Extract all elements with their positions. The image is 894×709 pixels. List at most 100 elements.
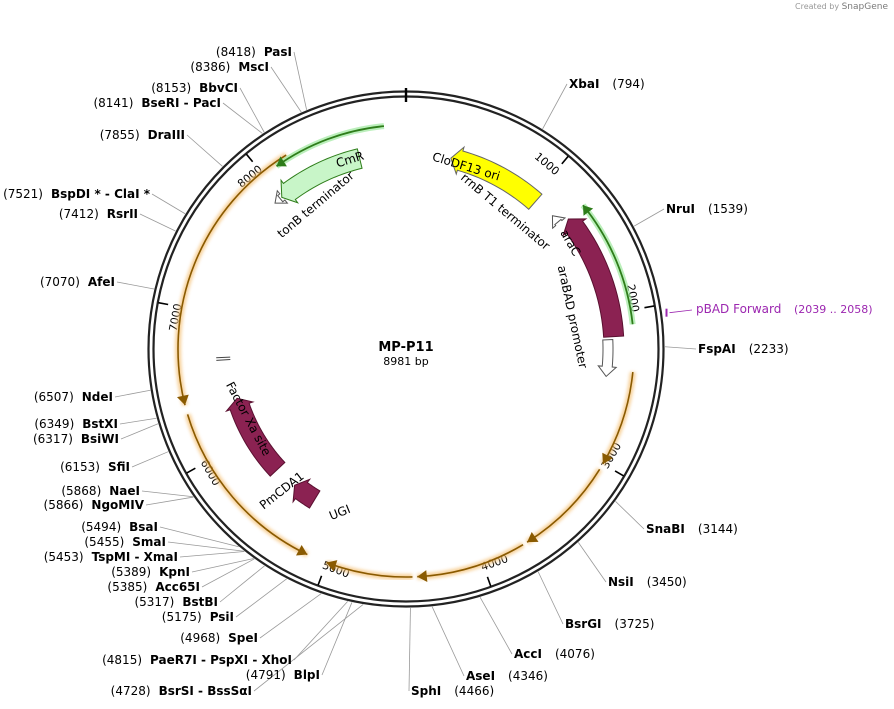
site-position: (6349) — [34, 417, 74, 431]
tick-mark — [317, 575, 323, 586]
site-position: (4728) — [111, 684, 151, 698]
site-name: MscI — [238, 60, 269, 74]
site-name: PasI — [264, 45, 292, 59]
site-leader-line — [167, 541, 245, 552]
tick-mark — [614, 470, 625, 477]
restriction-site[interactable]: BlpI(4791) — [246, 602, 353, 682]
orf-arrowhead — [527, 531, 539, 543]
tick-mark — [644, 305, 655, 309]
site-leader-line — [321, 602, 353, 676]
orf-arrowhead — [602, 452, 613, 464]
site-name: DraIII — [148, 128, 185, 142]
restriction-site[interactable]: PsiI (5175) — [162, 578, 287, 624]
site-name: XbaI — [569, 77, 599, 91]
restriction-site[interactable]: BsaI(5494) — [81, 520, 239, 548]
site-position: (3725) — [615, 617, 655, 631]
restriction-site[interactable]: NsiI(3450) — [577, 542, 687, 589]
restriction-site[interactable]: AccI(4076) — [479, 596, 595, 661]
tick-mark — [186, 467, 196, 474]
site-leader-line — [179, 551, 245, 558]
restriction-site[interactable]: BspDI * - ClaI *(7521) — [3, 187, 186, 215]
site-leader-line — [577, 542, 607, 583]
restriction-site[interactable]: NdeI(6507) — [34, 389, 151, 404]
restriction-site[interactable]: TspMI - XmaI(5453) — [44, 550, 245, 564]
site-leader-line — [141, 490, 194, 498]
label-arabad-promoter: araBAD promoter — [555, 264, 591, 370]
site-position: (5175) — [162, 610, 202, 624]
primer-leader-line — [669, 309, 693, 314]
site-position: (7855) — [100, 128, 140, 142]
restriction-site[interactable]: BsrGI(3725) — [537, 571, 655, 631]
restriction-site[interactable]: DraIII (7855) — [100, 128, 223, 167]
site-name: BstXI — [82, 417, 118, 431]
restriction-site[interactable]: BsiWI(6317) — [33, 423, 159, 446]
restriction-site[interactable]: BsrSI - BssSαI (4728) — [111, 604, 364, 698]
restriction-site[interactable]: BstXI (6349) — [34, 417, 157, 431]
orf-arrowhead — [176, 394, 189, 406]
restriction-site[interactable]: NgoMIV(5866) — [44, 496, 194, 512]
site-leader-line — [408, 607, 411, 692]
restriction-site[interactable]: XbaI(794) — [542, 77, 645, 130]
restriction-site[interactable]: SmaI(5455) — [84, 535, 245, 552]
plasmid-name: MP-P11 — [378, 340, 433, 355]
site-name: BbvCI — [199, 81, 238, 95]
site-name: SphI — [411, 684, 441, 698]
restriction-site[interactable]: MscI (8386) — [190, 60, 302, 113]
orf-arc — [526, 468, 601, 543]
site-name: AseI — [466, 669, 495, 683]
site-name: NaeI — [109, 484, 140, 498]
restriction-site[interactable]: SnaBI(3144) — [615, 501, 738, 536]
restriction-site[interactable]: SfiI(6153) — [60, 451, 169, 474]
site-leader-line — [219, 565, 265, 603]
restriction-site[interactable]: BstBI(5317) — [134, 565, 265, 609]
site-leader-line — [235, 578, 287, 618]
restriction-site[interactable]: SpeI(4968) — [180, 593, 322, 645]
orf-arc — [417, 543, 524, 578]
site-name: SpeI — [228, 631, 258, 645]
site-leader-line — [542, 83, 568, 130]
restriction-site[interactable]: SphI(4466) — [408, 607, 494, 698]
restriction-site[interactable]: Acc65I (5385) — [107, 558, 255, 594]
site-name: BsaI — [129, 520, 158, 534]
site-position: (5385) — [107, 580, 147, 594]
tick-mark — [158, 301, 169, 306]
label-ugi: UGI — [327, 502, 352, 523]
site-name: SmaI — [132, 535, 166, 549]
restriction-site[interactable]: PaeR7I - PspXI - XhoI(4815) — [102, 601, 348, 667]
restriction-site[interactable]: PasI(8418) — [216, 45, 307, 110]
restriction-site[interactable]: FspAI (2233) — [664, 342, 789, 356]
site-leader-line — [145, 496, 194, 506]
site-name: BstBI — [182, 595, 218, 609]
site-name: NruI — [666, 202, 695, 216]
restriction-site[interactable]: KpnI(5389) — [111, 558, 254, 579]
site-name: Acc65I — [155, 580, 200, 594]
restriction-site[interactable]: NaeI(5868) — [61, 484, 194, 498]
restriction-site[interactable]: BseRI - PacI(8141) — [93, 96, 263, 134]
site-leader-line — [186, 134, 223, 167]
restriction-site[interactable]: AseI(4346) — [431, 606, 548, 683]
restriction-site[interactable]: AfeI(7070) — [40, 275, 155, 290]
site-position: (8386) — [190, 60, 230, 74]
site-position: (2233) — [749, 342, 789, 356]
orf-arrowhead — [326, 560, 338, 572]
site-name: PsiI — [210, 610, 234, 624]
site-leader-line — [431, 606, 465, 677]
site-position: (6153) — [60, 460, 100, 474]
site-position: (7070) — [40, 275, 80, 289]
feature-pmcda1 — [224, 397, 286, 477]
primer-binding: pBAD Forward(2039 .. 2058) — [665, 302, 873, 317]
site-leader-line — [615, 501, 645, 530]
restriction-site[interactable]: NruI(1539) — [633, 202, 748, 227]
restriction-site[interactable]: RsrII(7412) — [59, 207, 176, 232]
snapgene-brand: SnapGene — [841, 2, 888, 12]
site-name: FspAI — [698, 342, 736, 356]
restriction-site[interactable]: BbvCI(8153) — [151, 81, 265, 133]
site-leader-line — [201, 558, 255, 588]
credit-text: Created by — [795, 2, 840, 11]
site-name: TspMI - XmaI — [92, 550, 178, 564]
site-name: BsrSI - BssSαI — [159, 684, 252, 698]
site-leader-line — [191, 558, 254, 573]
site-position: (6317) — [33, 432, 73, 446]
primer-name: pBAD Forward — [696, 302, 781, 316]
